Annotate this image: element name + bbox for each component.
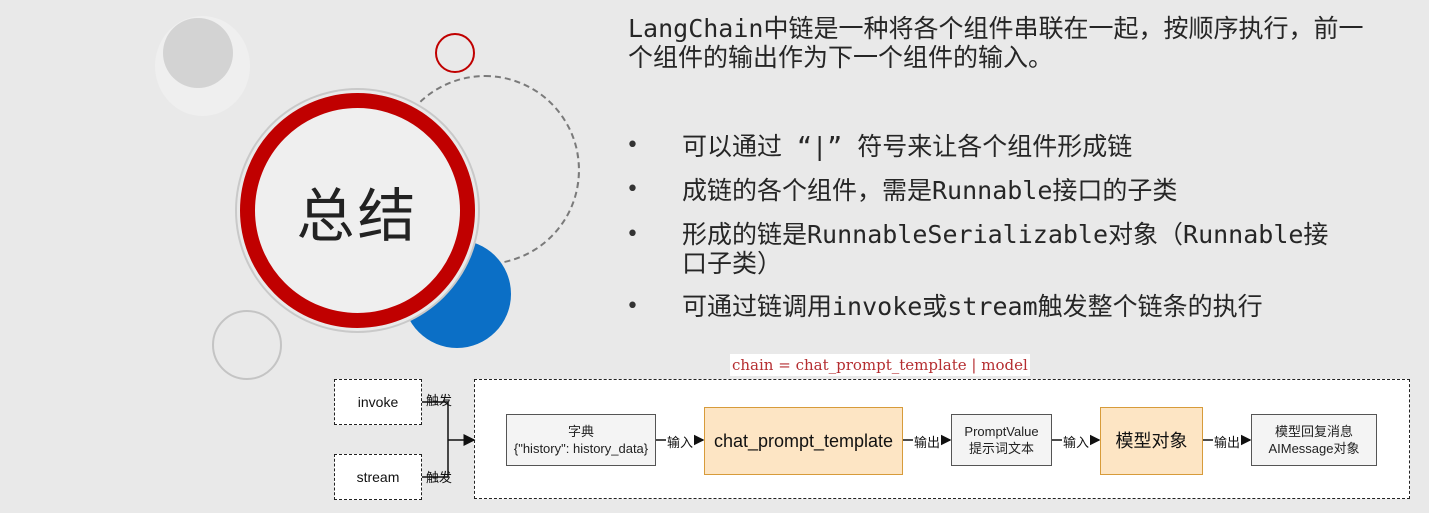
trigger-edge-label: 触发 — [426, 393, 453, 408]
node-prompt-value: PromptValue 提示词文本 — [951, 414, 1052, 466]
edge-label-input: 输入 — [666, 432, 695, 451]
node-ai-reply-line2: AIMessage对象 — [1268, 441, 1360, 456]
trigger-stream-box: stream — [334, 454, 422, 500]
node-dict-input: 字典 {"history": history_data} — [506, 414, 656, 466]
intro-text: LangChain中链是一种将各个组件串联在一起，按顺序执行，前一个组件的输出作… — [628, 14, 1364, 72]
node-prompt-value-line2: 提示词文本 — [968, 441, 1034, 456]
bullet-item: 可通过链调用invoke或stream触发整个链条的执行 — [682, 292, 1263, 321]
bullet-item: 形成的链是RunnableSerializable对象（Runnable接口子类… — [682, 220, 1329, 278]
bullet-dot: • — [626, 177, 639, 202]
node-model-label: 模型对象 — [1115, 430, 1188, 451]
bullet-dot: • — [626, 294, 639, 319]
decorative-circle-grey-inner — [163, 18, 233, 88]
node-prompt-template-label: chat_prompt_template — [713, 430, 894, 451]
node-ai-reply-line1: 模型回复消息 — [1274, 424, 1353, 439]
slide-title: 总结 — [296, 181, 419, 250]
bullet-item: 成链的各个组件，需是Runnable接口的子类 — [682, 176, 1178, 205]
node-prompt-template: chat_prompt_template — [704, 407, 903, 475]
trigger-edge-label: 触发 — [426, 470, 453, 485]
node-prompt-value-line1: PromptValue — [964, 424, 1039, 439]
decorative-ring-grey — [212, 310, 282, 380]
node-dict-line2: {"history": history_data} — [513, 441, 649, 456]
trigger-stream-label: stream — [356, 469, 400, 485]
bullet-item: 可以通过 “|” 符号来让各个组件形成链 — [682, 132, 1133, 161]
node-model: 模型对象 — [1100, 407, 1203, 475]
code-snippet: chain = chat_prompt_template | model — [730, 354, 1030, 376]
node-dict-line1: 字典 — [567, 424, 594, 439]
decorative-ring-red — [435, 33, 475, 73]
edge-label-input: 输入 — [1062, 432, 1091, 451]
node-ai-reply: 模型回复消息 AIMessage对象 — [1251, 414, 1377, 466]
bullet-dot: • — [626, 133, 639, 158]
bullet-dot: • — [626, 222, 639, 247]
edge-label-output: 输出 — [1213, 432, 1242, 451]
edge-label-output: 输出 — [913, 432, 942, 451]
trigger-invoke-box: invoke — [334, 379, 422, 425]
trigger-invoke-label: invoke — [357, 394, 399, 410]
